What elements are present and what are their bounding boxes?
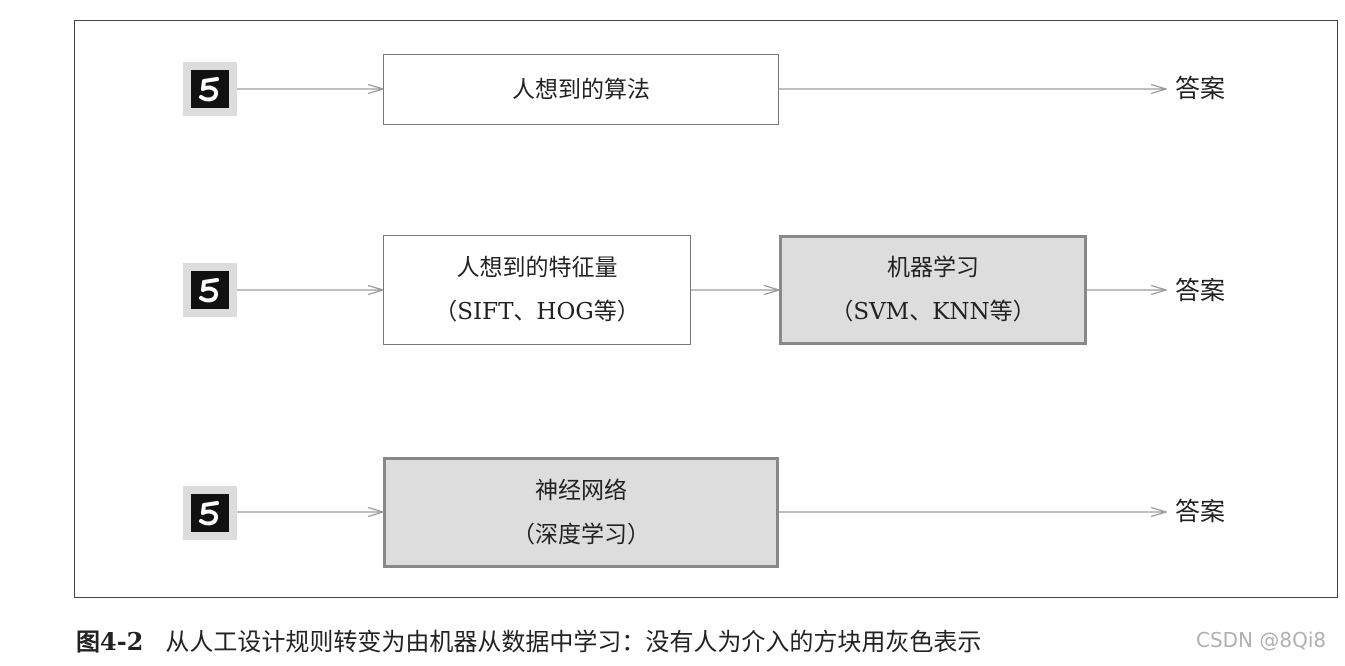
box-label: 机器学习	[887, 246, 979, 290]
answer-label-row2: 答案	[1175, 276, 1225, 306]
mnist-digit-5-icon	[183, 62, 237, 116]
answer-label-row3: 答案	[1175, 497, 1225, 527]
handcrafted-algorithm-box: 人想到的算法	[383, 54, 779, 125]
neural-network-box: 神经网络 （深度学习）	[383, 457, 779, 568]
box-label: 人想到的特征量	[457, 246, 618, 290]
figure-number: 图4-2	[76, 627, 143, 656]
box-sublabel: （SVM、KNN等）	[830, 290, 1035, 334]
box-sublabel: （深度学习）	[512, 513, 650, 557]
mnist-digit-5-icon	[183, 263, 237, 317]
figure-caption: 图4-2 从人工设计规则转变为由机器从数据中学习：没有人为介入的方块用灰色表示	[76, 622, 981, 657]
box-label: 人想到的算法	[512, 68, 650, 112]
mnist-digit-5-icon	[183, 486, 237, 540]
box-label: 神经网络	[535, 469, 627, 513]
answer-label-row1: 答案	[1175, 74, 1225, 104]
box-sublabel: （SIFT、HOG等）	[434, 290, 639, 334]
caption-text: 从人工设计规则转变为由机器从数据中学习：没有人为介入的方块用灰色表示	[165, 628, 981, 656]
watermark: CSDN @8Qi8	[1196, 628, 1326, 652]
handcrafted-features-box: 人想到的特征量 （SIFT、HOG等）	[383, 235, 691, 345]
machine-learning-box: 机器学习 （SVM、KNN等）	[779, 235, 1087, 345]
